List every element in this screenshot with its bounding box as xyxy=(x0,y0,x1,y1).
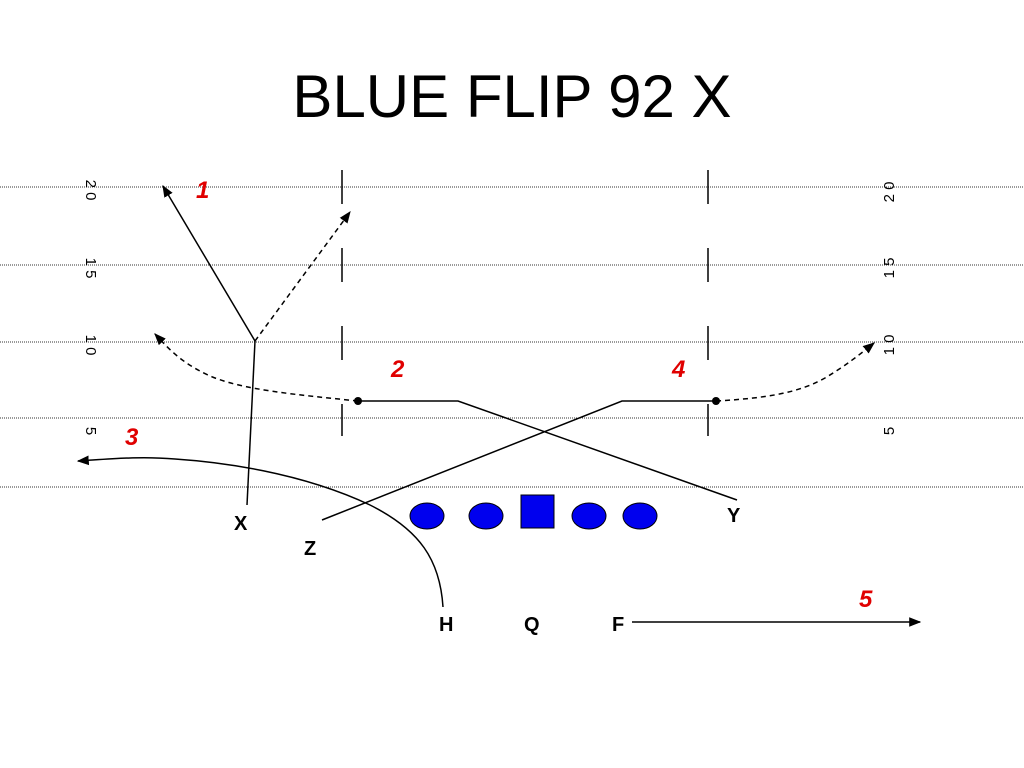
player-x: X xyxy=(234,513,248,535)
player-q: Q xyxy=(524,614,540,636)
right-guard xyxy=(571,502,607,530)
route-2-path xyxy=(358,400,738,501)
left-yard-number: 1 5 xyxy=(82,258,99,279)
yard-lines xyxy=(0,186,1024,488)
x-route-branch-dashed xyxy=(254,211,351,342)
player-y: Y xyxy=(727,505,741,527)
left-yard-number: 5 xyxy=(82,427,99,435)
center xyxy=(520,494,555,529)
route-number-2: 2 xyxy=(390,356,405,383)
play-title: BLUE FLIP 92 X xyxy=(292,63,732,130)
route-4 xyxy=(321,342,875,521)
player-z: Z xyxy=(304,538,316,560)
route-number-5: 5 xyxy=(859,586,873,613)
player-h: H xyxy=(439,614,453,636)
route-2 xyxy=(154,333,738,501)
left-yard-numbers: 2 0 1 5 1 0 5 xyxy=(82,180,99,436)
right-yard-number: 5 xyxy=(881,427,898,435)
x-route-branch-1 xyxy=(162,184,256,342)
route-number-4: 4 xyxy=(671,356,685,383)
route-4-path xyxy=(321,400,716,521)
x-route xyxy=(162,184,351,506)
hash-marks xyxy=(341,170,709,436)
right-yard-number: 1 5 xyxy=(881,258,898,279)
player-f: F xyxy=(612,614,624,636)
route-number-3: 3 xyxy=(125,424,139,451)
route-4-dashed xyxy=(715,342,875,402)
right-tackle xyxy=(622,502,658,530)
route-2-dashed xyxy=(154,333,359,402)
left-yard-number: 2 0 xyxy=(82,180,99,201)
route-2-break-dot xyxy=(354,397,362,405)
left-yard-number: 1 0 xyxy=(82,335,99,356)
route-numbers: 1 2 3 4 5 xyxy=(125,177,873,613)
offensive-line xyxy=(409,494,658,530)
x-route-stem xyxy=(246,340,256,506)
route-4-break-dot xyxy=(712,397,720,405)
route-number-1: 1 xyxy=(196,177,209,204)
left-guard xyxy=(468,502,504,530)
right-yard-number: 1 0 xyxy=(881,335,898,356)
route-3 xyxy=(76,455,444,608)
left-tackle xyxy=(409,502,445,530)
right-yard-numbers: 2 0 1 5 1 0 5 xyxy=(881,182,898,436)
players: X Z Y H Q F xyxy=(234,505,741,636)
right-yard-number: 2 0 xyxy=(881,182,898,203)
